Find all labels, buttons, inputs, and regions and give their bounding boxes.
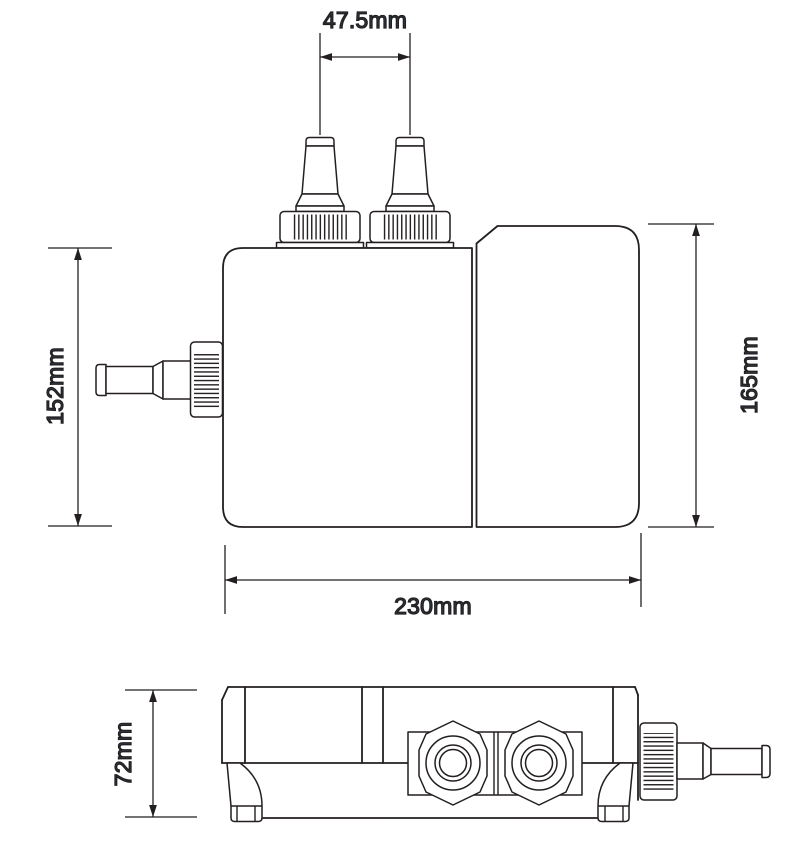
dim-label-overall-height: 165mm [736,336,762,414]
spigot-barrel [105,365,154,395]
top-connector-right [365,136,455,249]
chamfer-right [634,686,639,696]
connector-flare [295,193,345,207]
connector-tip [305,136,335,147]
top-connector-left [275,136,365,249]
foot-body [597,762,634,823]
spigot-end-cap [95,363,107,397]
dim-label-left-body-height: 152mm [42,347,68,425]
spigot-nut-ribs [194,352,219,408]
spigot-base [676,742,704,780]
connector-nut-ribs [381,214,439,240]
spigot-end-cap [761,744,771,779]
dim-left-body-height: 152mm [41,247,112,527]
port-nut-left [418,720,488,806]
connector-tip [395,136,425,147]
connector-stem [301,145,339,195]
dim-overall-depth: 72mm [109,689,197,818]
body-left-section [222,247,473,528]
body-right-section [475,225,640,528]
foot-body [226,762,263,823]
foot-left [226,762,263,823]
dim-label-top-port-spacing: 47.5mm [323,7,407,33]
connector-nut-ribs [291,214,349,240]
dim-label-overall-depth: 72mm [110,722,136,787]
dim-overall-height: 165mm [648,223,763,528]
connector-collar [295,205,345,213]
connector-stem [391,145,429,195]
dim-top-port-spacing: 47.5mm [319,6,411,135]
spigot-barrel [710,747,763,776]
spigot-taper [702,742,712,780]
spigot-base [162,360,192,400]
side-spigot [95,341,224,418]
front-elevation-view: 47.5mm [41,6,763,620]
chamfer-left [221,686,229,701]
right-spigot [639,722,771,801]
dim-label-overall-width: 230mm [394,593,472,619]
dim-overall-width: 230mm [224,533,642,620]
port-bore [524,748,554,778]
spigot-nut-ribs [643,733,674,790]
connector-collar [385,205,435,213]
port-plate-assembly [407,720,583,806]
spigot-taper [152,360,164,400]
port-bore [438,748,468,778]
port-nut-right [504,720,574,806]
bottom-elevation-view: 72mm [109,686,771,823]
bottom-body-outline [221,686,639,819]
connector-flare [385,193,435,207]
foot-right [597,762,634,823]
